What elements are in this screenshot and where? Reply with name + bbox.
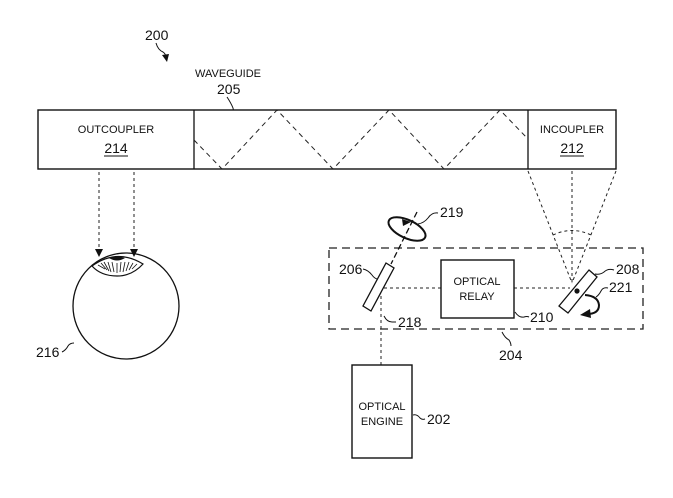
waveguide-label-group: WAVEGUIDE 205 [195,68,261,115]
rotation-axis-1-leader [417,212,439,225]
incoupler: INCOUPLER 212 [540,124,604,157]
optical-engine-ref: 202 [427,411,451,427]
optical-relay-box [440,259,515,319]
cone-angle-arc [552,230,592,236]
incoupler-ref: 212 [560,140,584,156]
outcoupler-label: OUTCOUPLER [78,124,154,136]
scan-mirror-1: 206 219 [339,204,464,312]
eyeball [72,252,180,360]
optical-system-boundary [328,247,644,330]
waveguide [37,109,617,170]
eye-leader [61,342,75,353]
scan-mirror-1-body [362,262,395,312]
rotation-axis-2-leader [595,287,609,298]
optical-system-leader [501,331,512,347]
waveguide-label: WAVEGUIDE [195,68,261,80]
iris-striations [97,261,138,273]
optical-relay-label-line1: OPTICAL [453,276,500,288]
scan-mirror-1-ref: 206 [339,261,363,277]
rotation-axis-2-ref: 221 [609,279,633,295]
figure-ref-arrowhead [162,54,169,62]
iris-cornea [91,255,144,277]
pupil-icon [109,256,125,261]
waveguide-body [37,109,617,170]
eye-ref: 216 [36,344,60,360]
output-arrow-left [95,249,103,257]
optical-system: 204 [328,247,644,363]
scan-mirror-2: 208 221 [558,261,640,318]
incoupler-label: INCOUPLER [540,124,604,136]
beam-path-ref: 218 [398,314,422,330]
scan-mirror-2-pivot [574,288,580,294]
beam-path-leader [383,315,396,323]
outcoupler: OUTCOUPLER 214 [78,124,154,157]
optical-engine-box [351,364,413,459]
optical-system-ref: 204 [499,347,523,363]
optical-engine-leader [412,414,426,420]
figure-ref-label: 200 [145,27,169,43]
optical-engine-label-line1: OPTICAL [358,401,405,413]
optical-relay-leader [514,311,530,318]
rotation-arrow-2-icon [580,309,591,318]
eye: 216 [36,252,180,360]
rotation-axis-2-arc [584,294,601,315]
optical-engine: OPTICAL ENGINE 202 [351,364,451,459]
incoupling-cone [527,170,617,284]
total-internal-reflection-path [193,109,529,170]
cone-left-edge [527,170,573,284]
scan-mirror-2-ref: 208 [616,261,640,277]
beam-path: 218 [380,287,570,365]
optical-relay-ref: 210 [530,309,554,325]
cone-right-edge [571,170,617,284]
optical-relay: OPTICAL RELAY 210 [440,259,554,325]
scan-mirror-1-leader [362,268,378,280]
outcoupler-ref: 214 [104,140,128,156]
rotation-arrow-1-icon [402,219,411,226]
output-beams [95,172,138,257]
rotation-axis-1-ref: 219 [440,204,464,220]
figure-reference: 200 [145,27,169,62]
rotation-axis-1-ring [387,216,427,242]
waveguide-ref: 205 [217,81,241,97]
optical-relay-label-line2: RELAY [459,291,495,303]
scan-mirror-2-leader [594,268,615,275]
optical-engine-label-line2: ENGINE [361,416,403,428]
